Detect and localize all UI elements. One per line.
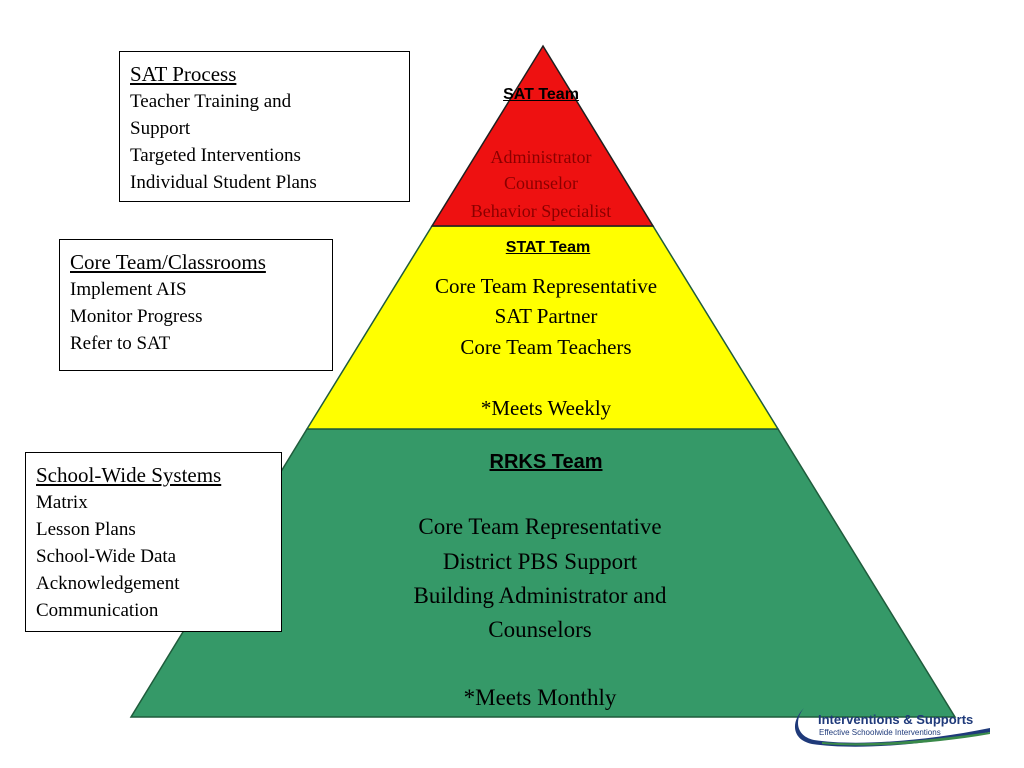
sat-process-box: SAT Process Teacher Training and Support… xyxy=(119,51,410,202)
rrks-team-member: Core Team Representative xyxy=(418,514,662,539)
school-wide-line: School-Wide Data xyxy=(36,546,177,567)
pyramid-tier-top xyxy=(430,44,655,227)
school-wide-line: Acknowledgement xyxy=(36,573,180,594)
rrks-team-title: RRKS Team xyxy=(489,451,603,473)
sat-process-line: Support xyxy=(130,118,191,139)
sat-team-title: SAT Team xyxy=(503,86,579,103)
school-wide-box: School-Wide Systems Matrix Lesson Plans … xyxy=(25,452,282,632)
core-team-line: Refer to SAT xyxy=(70,333,171,354)
sat-process-line: Targeted Interventions xyxy=(130,145,301,166)
sat-team-member: Administrator xyxy=(490,147,592,167)
sat-team-member: Counselor xyxy=(504,173,578,193)
pbis-logo: Interventions & Supports Effective Schoo… xyxy=(792,688,992,748)
school-wide-line: Communication xyxy=(36,600,159,621)
stat-team-title: STAT Team xyxy=(505,239,591,256)
sat-team-member: Behavior Specialist xyxy=(470,201,612,221)
school-wide-title: School-Wide Systems xyxy=(36,463,222,487)
stat-team-member: SAT Partner xyxy=(494,304,598,328)
swoosh-logo-icon xyxy=(794,708,990,747)
sat-process-line: Teacher Training and xyxy=(130,91,292,112)
rrks-team-meeting: *Meets Monthly xyxy=(463,685,617,710)
school-wide-line: Lesson Plans xyxy=(36,519,136,540)
core-team-box: Core Team/Classrooms Implement AIS Monit… xyxy=(59,239,333,371)
rrks-team-member: District PBS Support xyxy=(442,549,638,574)
core-team-title: Core Team/Classrooms xyxy=(70,250,266,274)
school-wide-line: Matrix xyxy=(36,492,88,513)
sat-process-title: SAT Process xyxy=(130,62,237,86)
stat-team-member: Core Team Representative xyxy=(434,274,658,298)
sat-process-line: Individual Student Plans xyxy=(130,172,317,193)
stat-team-meeting: *Meets Weekly xyxy=(480,396,612,420)
core-team-line: Monitor Progress xyxy=(70,306,203,327)
core-team-line: Implement AIS xyxy=(70,279,187,300)
logo-subtitle: Effective Schoolwide Interventions xyxy=(819,728,941,737)
rrks-team-member: Counselors xyxy=(488,617,592,642)
logo-title: Interventions & Supports xyxy=(818,712,974,727)
rrks-team-member: Building Administrator and xyxy=(413,583,667,608)
stat-team-member: Core Team Teachers xyxy=(460,335,632,359)
